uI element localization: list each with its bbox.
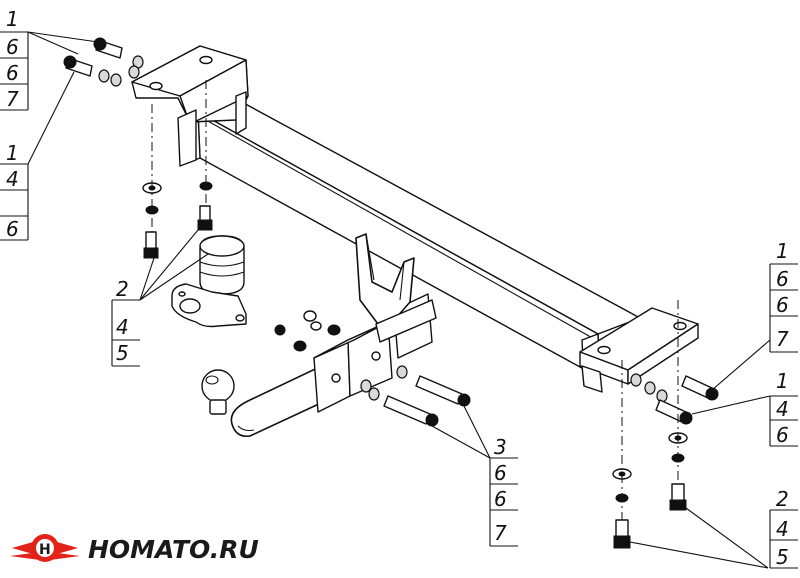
callout-label: 1 [776,239,789,263]
callout-mid-left: 2 4 5 [111,277,140,367]
callout-label: 6 [776,267,789,291]
callout-label: 6 [6,61,19,85]
fasteners-left-top [63,37,144,87]
callout-top-left-b: 1 4 6 [0,141,29,241]
callout-label: 7 [6,87,19,111]
callout-label: 7 [776,327,789,351]
homato-emblem-icon: H [10,534,80,562]
callout-label: 5 [776,545,789,569]
electrical-socket [171,235,247,328]
fasteners-left-bottom [142,80,213,259]
callout-label: 6 [494,487,507,511]
callout-label: 6 [776,423,789,447]
callout-label: 6 [776,293,789,317]
ball-arm [201,293,433,438]
left-mounting-bracket [131,45,249,167]
leader-lines [27,31,771,569]
callout-label: 1 [6,7,19,31]
logo-text: HOMATO.RU [88,535,259,564]
homato-logo: H HOMATO.RU [10,534,259,564]
callout-label: 4 [116,315,129,339]
callout-label: 6 [6,217,19,241]
callout-label: 6 [6,35,19,59]
callout-label: 1 [6,141,19,165]
fasteners-right [612,300,719,549]
callout-label: 2 [116,277,129,301]
callout-label: 2 [776,487,789,511]
svg-text:H: H [39,542,51,558]
right-mounting-bracket [579,307,699,393]
callout-center-bottom: 3 6 6 7 [489,435,518,547]
callout-right-bottom: 2 4 5 [769,487,798,569]
callout-label: 5 [116,341,129,365]
callout-label: 1 [776,369,789,393]
callout-right-top: 1 6 6 7 [769,239,798,353]
callout-label: 4 [776,397,789,421]
callout-label: 3 [494,435,507,459]
callout-label: 4 [6,167,19,191]
fasteners-center-nuts [274,310,341,352]
callout-label: 4 [776,517,789,541]
callout-label: 6 [494,461,507,485]
callout-top-left-a: 1 6 6 7 [0,7,29,111]
callout-right-mid: 1 4 6 [769,369,798,447]
callout-label: 7 [494,521,507,545]
fork-bracket [355,233,437,343]
fasteners-center-bolts [360,365,471,427]
